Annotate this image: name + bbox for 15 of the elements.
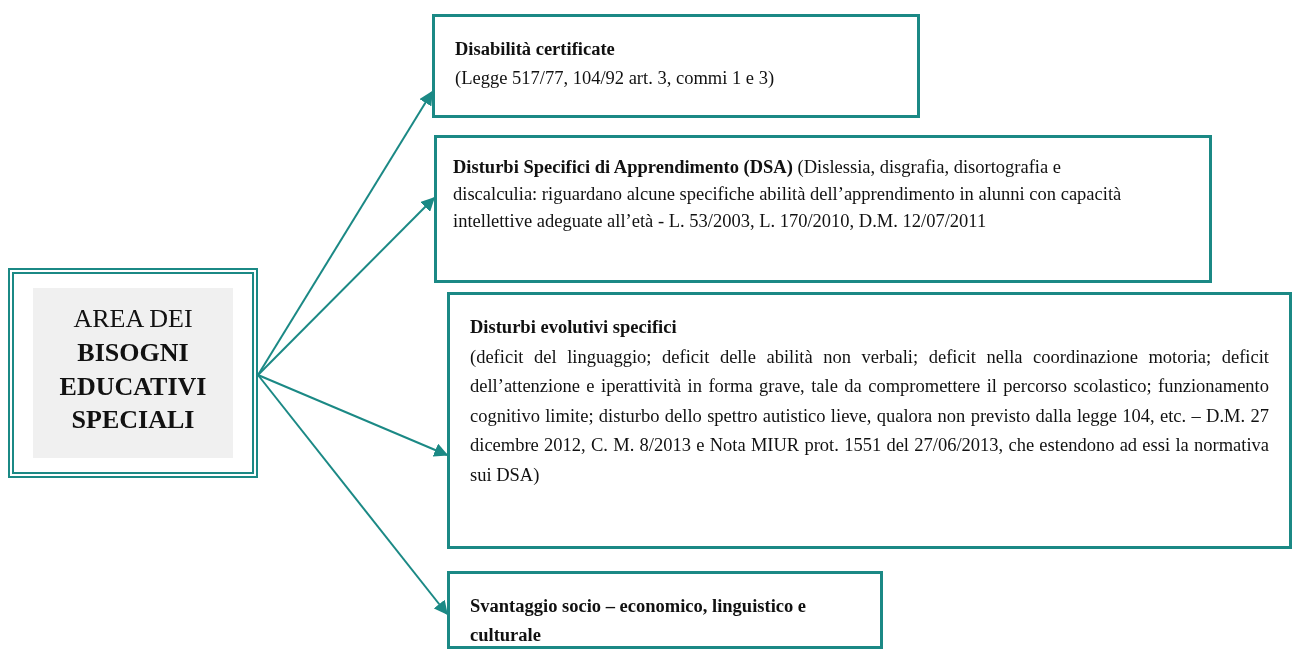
process-box <box>447 292 1292 549</box>
arrow <box>257 374 449 457</box>
heading: Svantaggio socio – economico, linguistico e culturale <box>470 595 808 647</box>
double-border-box <box>8 268 258 478</box>
central-label: AREA DEI BISOGNI EDUCATIVI SPECIALI <box>33 288 233 458</box>
description: (Legge 517/77, 104/92 art. 3, commi 1 e 3) <box>455 66 776 90</box>
process-box <box>434 135 1212 283</box>
description: Disturbi Specifici di Apprendimento (DSA) (Dislessia, disgrafia, disortografia e discalculia: riguardano alcune specifiche abilità dell’apprendimento in alunni con capacità intellettive adeguate all’età - L. 53/2003, L. 170/2010, D.M. 12/07/2011 <box>453 156 1123 233</box>
arrow <box>257 374 448 616</box>
heading: Disturbi evolutivi specifici <box>470 316 678 339</box>
arrow <box>257 197 435 376</box>
description: (deficit del linguaggio; deficit delle abilità non verbali; deficit nella coordinazione motoria; deficit dell’attenzione e iperattività in forma grave, tale da compromettere il percorso scolastico; funzionamento cognitivo limite; disturbo dello spettro autistico lieve, qualora non previsto dalla legge 104, etc. – D.M. 27 dicembre 2012, C. M. 8/2013 e Nota MIUR prot. 1551 del 27/06/2013, che estendono ad essi la normativa sui DSA) <box>470 345 1269 487</box>
process-box <box>432 14 920 118</box>
process-box <box>447 571 883 649</box>
heading: Disabilità certificate <box>455 38 616 61</box>
